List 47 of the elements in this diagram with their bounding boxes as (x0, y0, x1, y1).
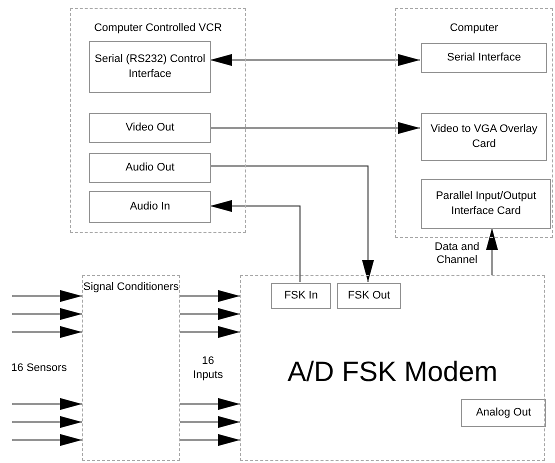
arrow (12, 308, 82, 320)
arrow (180, 308, 240, 320)
arrow (180, 398, 240, 410)
node-label: Audio Out (124, 160, 176, 176)
node-label: Video Out (124, 120, 176, 136)
process-box (82, 275, 180, 461)
arrow (12, 398, 82, 410)
component-box (461, 399, 546, 427)
node-label: Serial (RS232) Control Interface (94, 52, 206, 82)
component-box (337, 283, 401, 309)
arrow (12, 290, 82, 302)
note-text: 16 Inputs (192, 354, 224, 382)
double-arrow (210, 54, 420, 66)
arrow (210, 122, 420, 134)
component-box (89, 191, 211, 223)
node-label: FSK Out (346, 288, 392, 304)
arrow (180, 326, 240, 338)
arrow (180, 290, 240, 302)
device-group (70, 8, 246, 233)
arrow (210, 166, 374, 282)
node-label: Serial Interface (446, 50, 522, 66)
arrow (180, 434, 240, 446)
arrow (12, 434, 82, 446)
note-text: 16 Sensors (10, 361, 68, 375)
component-box (421, 179, 551, 229)
arrow (486, 228, 498, 276)
node-label: A/D FSK Modem (286, 356, 499, 388)
arrow (12, 416, 82, 428)
component-box (421, 43, 547, 73)
arrow (210, 200, 300, 282)
component-box (89, 153, 211, 183)
component-box (421, 113, 547, 161)
node-label: FSK In (283, 288, 319, 304)
component-box (89, 41, 211, 93)
modem-box (240, 275, 545, 461)
node-label: Audio In (128, 200, 172, 214)
node-label: Video to VGA Overlay Card (430, 122, 538, 152)
arrow (12, 326, 82, 338)
device-group (395, 8, 553, 238)
component-box (271, 283, 331, 309)
node-label: Computer Controlled VCR (93, 21, 223, 36)
node-label: Computer (448, 21, 500, 36)
node-label: Analog Out (474, 406, 532, 420)
node-label: Parallel Input/Output Interface Card (434, 189, 538, 219)
arrow (180, 416, 240, 428)
component-box (89, 113, 211, 143)
node-label: Signal Conditioners (83, 280, 179, 295)
